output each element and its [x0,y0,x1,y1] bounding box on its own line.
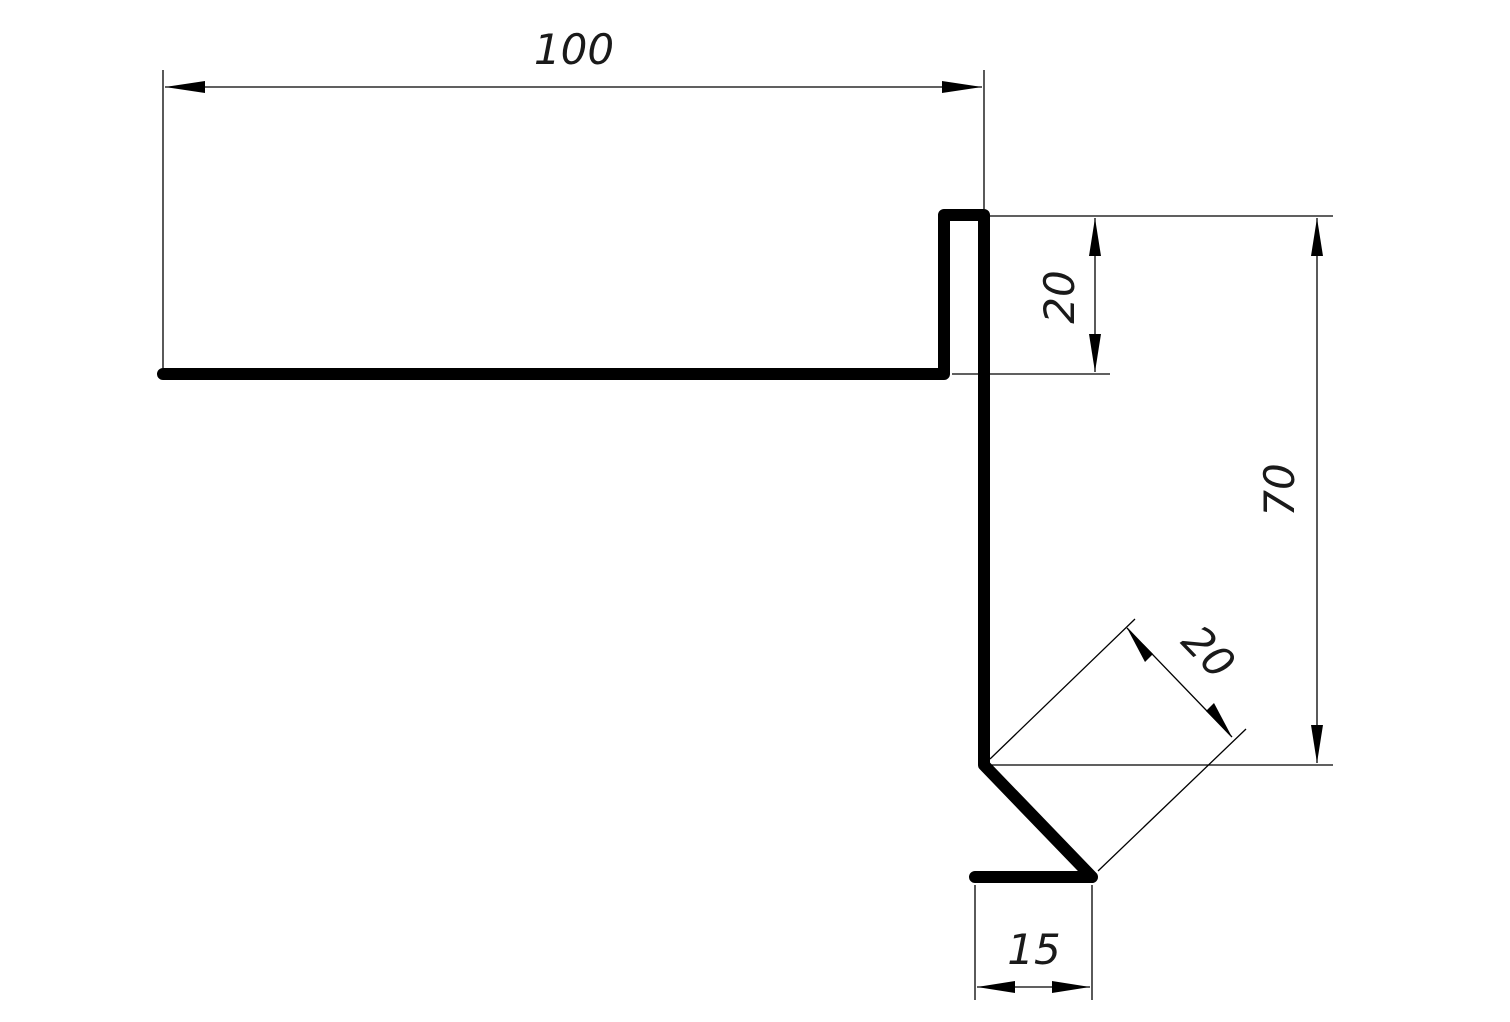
extension-line-slant-top [989,618,1136,760]
dimension-total-height: 70 [1255,218,1323,763]
arrow-left-icon [977,981,1015,993]
dimension-bottom-flange: 15 [974,885,1093,1000]
dimension-label-slant-length: 20 [1172,616,1244,688]
dimension-slant-length: 20 [989,616,1247,872]
arrow-down-icon [1311,725,1323,763]
arrow-right-icon [1052,981,1090,993]
dimension-label-top-width: 100 [534,25,614,74]
arrow-up-icon [1089,218,1101,256]
arrow-right-icon [942,81,982,93]
arrow-down-icon [1089,334,1101,372]
arrow-slant-end-icon [1206,703,1232,737]
arrow-up-icon [1311,218,1323,256]
dimension-label-total-height: 70 [1255,463,1304,516]
profile-outline [157,209,1098,883]
extension-line-slant-bottom [1097,728,1247,872]
dimension-label-hem-height: 20 [1035,270,1084,323]
dimension-hem-height: 20 [1035,218,1101,372]
arrow-slant-start-icon [1127,628,1153,662]
dimension-label-bottom-flange: 15 [1007,925,1060,974]
arrow-left-icon [165,81,205,93]
dimension-top-width: 100 [162,25,985,368]
